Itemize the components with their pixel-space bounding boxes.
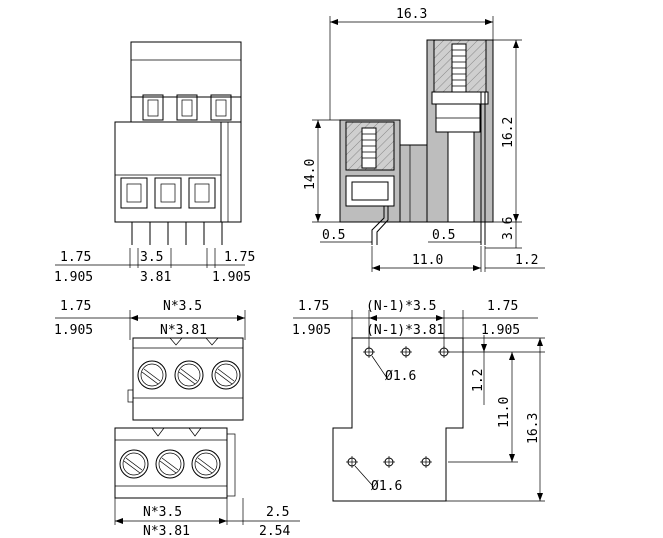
dim-bl-pitch-b: N*3.81 <box>160 323 207 338</box>
front-view: 1.75 1.905 3.5 3.81 1.75 1.905 <box>54 41 255 285</box>
front-pins <box>131 222 223 245</box>
dim-bl-foot-b: N*3.81 <box>143 524 190 538</box>
dim-br-edge-left-bottom: 1.905 <box>292 323 331 338</box>
bottom-holes <box>346 456 432 468</box>
dim-edge-b-bottom: 1.905 <box>212 270 251 285</box>
front-screws <box>119 449 221 479</box>
rear-housing <box>130 41 242 98</box>
dim-br-pitch-b: (N-1)*3.81 <box>366 323 444 338</box>
hole-label-bottom: Ø1.6 <box>371 479 402 494</box>
dim-left-pin-offset: 0.5 <box>322 228 345 243</box>
dim-pitch-b: 3.81 <box>140 270 171 285</box>
dim-left-height: 14.0 <box>303 159 318 190</box>
front-terminal-row <box>114 427 228 499</box>
dim-br-edge-right-bottom: 1.905 <box>481 323 520 338</box>
rear-terminal-row <box>132 337 244 421</box>
dim-bl-edge-top: 1.75 <box>60 299 91 314</box>
top-holes <box>363 346 450 358</box>
dim-pin-drop: 3.6 <box>501 217 516 240</box>
dim-br-pitch-a: (N-1)*3.5 <box>366 299 436 314</box>
dim-edge-b-top: 1.75 <box>224 250 255 265</box>
dim-br-offset-small: 1.2 <box>471 369 486 392</box>
dim-bl-pitch-a: N*3.5 <box>163 299 202 314</box>
dim-br-edge-left-top: 1.75 <box>298 299 329 314</box>
dim-pitch-a: 3.5 <box>140 250 163 265</box>
front-housing <box>114 121 222 223</box>
dim-br-offset-mid: 11.0 <box>497 397 512 428</box>
dim-overall-width: 16.3 <box>396 7 427 22</box>
rear-screws <box>137 360 241 390</box>
pcb-layout: 1.75 1.905 (N-1)*3.5 (N-1)*3.81 1.75 1.9… <box>292 299 545 502</box>
dim-br-edge-right-top: 1.75 <box>487 299 518 314</box>
dim-edge-a-bottom: 1.905 <box>54 270 93 285</box>
dim-bl-side-b: 2.54 <box>259 524 290 538</box>
dim-pin-span: 11.0 <box>412 253 443 268</box>
dim-pin-tail: 1.2 <box>515 253 538 268</box>
hole-label-top: Ø1.6 <box>385 369 416 384</box>
side-view: 16.3 16.2 3.6 <box>303 7 545 272</box>
dim-right-pin-offset: 0.5 <box>432 228 455 243</box>
dim-right-height: 16.2 <box>501 117 516 148</box>
top-view: 1.75 1.905 N*3.5 N*3.81 <box>54 299 300 538</box>
dim-bl-side-a: 2.5 <box>266 505 289 520</box>
dim-bl-edge-bottom: 1.905 <box>54 323 93 338</box>
dim-br-offset-total: 16.3 <box>526 413 541 444</box>
dim-edge-a-top: 1.75 <box>60 250 91 265</box>
dim-bl-foot-a: N*3.5 <box>143 505 182 520</box>
